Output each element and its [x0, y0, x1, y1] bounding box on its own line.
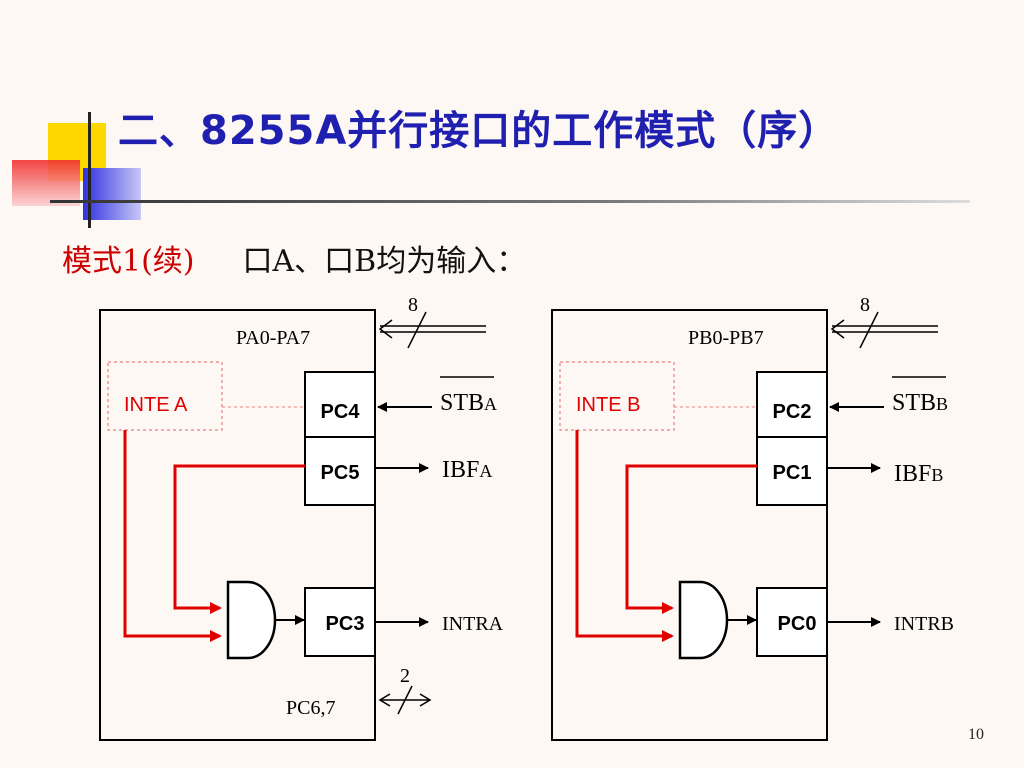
- port-b-group: 8 PB0-PB7 INTE B PC2 PC1 STBB IBFB PC0 I…: [551, 294, 954, 741]
- inte-a-red-line: [123, 430, 222, 642]
- pin-pc1-box: [756, 436, 828, 506]
- pc67-width: 2: [400, 665, 410, 687]
- page-title: 二、8255A并行接口的工作模式（序）: [118, 108, 840, 154]
- mode-label: 模式1(续): [62, 244, 195, 279]
- deco-blue-square: [83, 168, 141, 220]
- intr-b-label: INTRB: [894, 613, 954, 635]
- pin-pc0-label: PC0: [778, 613, 817, 635]
- port-b-bus: [830, 311, 938, 349]
- and-gate-a: [226, 580, 277, 660]
- intr-a-label: INTRA: [442, 613, 504, 635]
- pin-pc3-label: PC3: [326, 613, 365, 635]
- port-b-bus-width: 8: [860, 294, 870, 316]
- pc5-red-line: [173, 464, 305, 614]
- port-a-bus: [378, 311, 486, 349]
- subtitle: 模式1(续) 口A、口B均为输入：: [62, 236, 526, 280]
- inte-b-red-line: [575, 430, 674, 642]
- pin-pc3-box: [304, 587, 376, 657]
- pin-pc4-label: PC4: [321, 401, 361, 423]
- inte-a-label: INTE A: [124, 394, 188, 416]
- inte-a-box: [107, 361, 223, 431]
- pin-pc2-box: [756, 371, 828, 438]
- pin-pc2-label: PC2: [773, 401, 812, 423]
- port-b-bus-label: PB0-PB7: [688, 327, 764, 349]
- mode-description: 口A、口B均为输入：: [242, 244, 527, 279]
- deco-red-square: [12, 160, 80, 206]
- pin-pc5-box: [304, 436, 376, 506]
- pc1-red-line: [625, 464, 757, 614]
- port-a-bus-label: PA0-PA7: [236, 327, 310, 349]
- inte-b-label: INTE B: [576, 394, 640, 416]
- inte-b-box: [559, 361, 675, 431]
- deco-horizontal-line: [50, 200, 970, 203]
- stb-a-label: STBA: [440, 390, 497, 416]
- stb-b-label: STBB: [892, 390, 948, 416]
- port-a-group: 8 PA0-PA7 INTE A PC4 PC5 STBA IBFA PC3 I…: [99, 294, 504, 741]
- pin-pc1-label: PC1: [773, 462, 812, 484]
- deco-vertical-line: [88, 112, 91, 228]
- pc67-bus: [378, 685, 432, 715]
- page-number: 10: [968, 726, 984, 743]
- ibf-a-label: IBFA: [442, 457, 492, 483]
- pin-pc4-box: [304, 371, 376, 438]
- pin-pc0-box: [756, 587, 828, 657]
- pin-pc5-label: PC5: [321, 462, 360, 484]
- port-a-box: [99, 309, 376, 741]
- ibf-b-label: IBFB: [894, 461, 943, 487]
- and-gate-b: [678, 580, 729, 660]
- port-a-bus-width: 8: [408, 294, 418, 316]
- port-b-box: [551, 309, 828, 741]
- pc67-label: PC6,7: [286, 697, 335, 719]
